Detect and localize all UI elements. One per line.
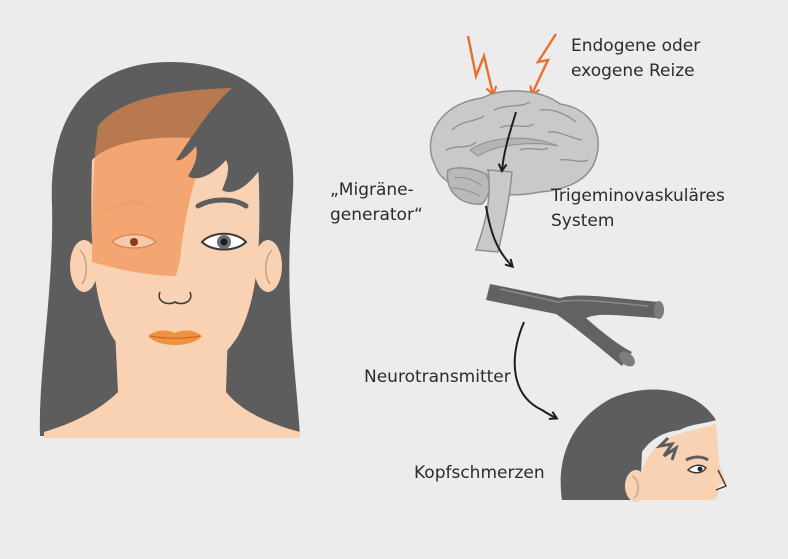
eye-right — [202, 234, 246, 250]
generator-label-line-2: generator“ — [330, 203, 423, 228]
trigeminal-label-line-2: System — [551, 209, 725, 234]
trigeminal-label-line-1: Trigeminovaskuläres — [551, 184, 725, 209]
stimuli-label-line-1: Endogene oder — [571, 34, 700, 59]
stimuli-lightning — [468, 34, 556, 94]
generator-label: „Migräne- generator“ — [330, 178, 423, 228]
headache-label: Kopfschmerzen — [414, 461, 545, 486]
arrow-vessel-to-head — [515, 322, 556, 418]
brain-cerebellum — [447, 168, 489, 204]
front-face — [40, 62, 300, 438]
neurotransmitter-label: Neurotransmitter — [364, 365, 511, 390]
lightning-bolt-right-icon — [532, 34, 556, 94]
blood-vessel — [486, 284, 664, 369]
side-head — [561, 389, 726, 502]
lightning-bolt-left-icon — [468, 36, 493, 94]
stimuli-label: Endogene oder exogene Reize — [571, 34, 700, 84]
stimuli-label-line-2: exogene Reize — [571, 59, 700, 84]
trigeminal-label: Trigeminovaskuläres System — [551, 184, 725, 234]
generator-label-line-1: „Migräne- — [330, 178, 423, 203]
